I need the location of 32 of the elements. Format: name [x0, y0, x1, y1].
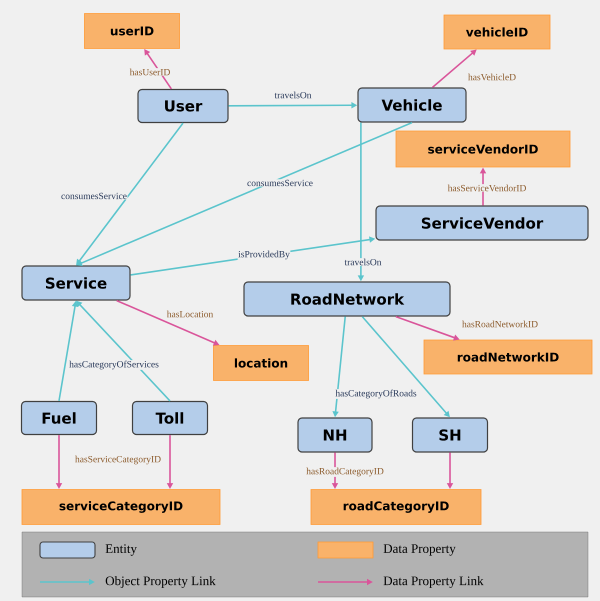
legend-text: Data Property — [384, 544, 456, 556]
data-property-box: vehicleID — [444, 14, 550, 50]
entity-box: ServiceVendor — [375, 205, 589, 241]
entity-box: Service — [21, 265, 131, 301]
data-property-box: roadNetworkID — [424, 340, 592, 374]
edge-label: hasUserID — [129, 68, 171, 76]
entity-box: Vehicle — [357, 87, 467, 123]
data-property-box: roadCategoryID — [310, 489, 482, 525]
data-property-box: location — [213, 345, 309, 381]
legend-text: Entity — [106, 544, 137, 556]
edge-label: isProvidedBy — [238, 250, 290, 260]
data-property-box: serviceVendorID — [396, 130, 570, 168]
data-property-box: userID — [84, 13, 180, 49]
entity-box: Fuel — [20, 400, 98, 436]
edge-label: hasRoadCategoryID — [306, 467, 384, 477]
edge-label: travelsOn — [344, 258, 382, 266]
edge-label: hasVehicleD — [468, 73, 516, 81]
edge-label: travelsOn — [274, 91, 312, 99]
entity-box: NH — [297, 417, 373, 453]
edge-label: hasLocation — [166, 310, 214, 318]
entity-box: User — [137, 88, 229, 124]
data-property-box: serviceCategoryID — [22, 489, 220, 525]
edge-label: hasServiceVendorID — [447, 184, 527, 192]
edge-label: hasRoadNetworkID — [462, 320, 538, 328]
edge-label: hasServiceCategoryID — [74, 455, 162, 465]
entity-box: RoadNetwork — [243, 281, 451, 317]
entity-box: SH — [412, 417, 488, 453]
legend-text: Object Property Link — [106, 576, 216, 588]
entity-box: Toll — [132, 400, 208, 436]
edge-label: hasCategoryOfServices — [68, 360, 160, 370]
edge-label: hasCategoryOfRoads — [334, 389, 418, 399]
legend-text: Data Property Link — [384, 576, 484, 588]
